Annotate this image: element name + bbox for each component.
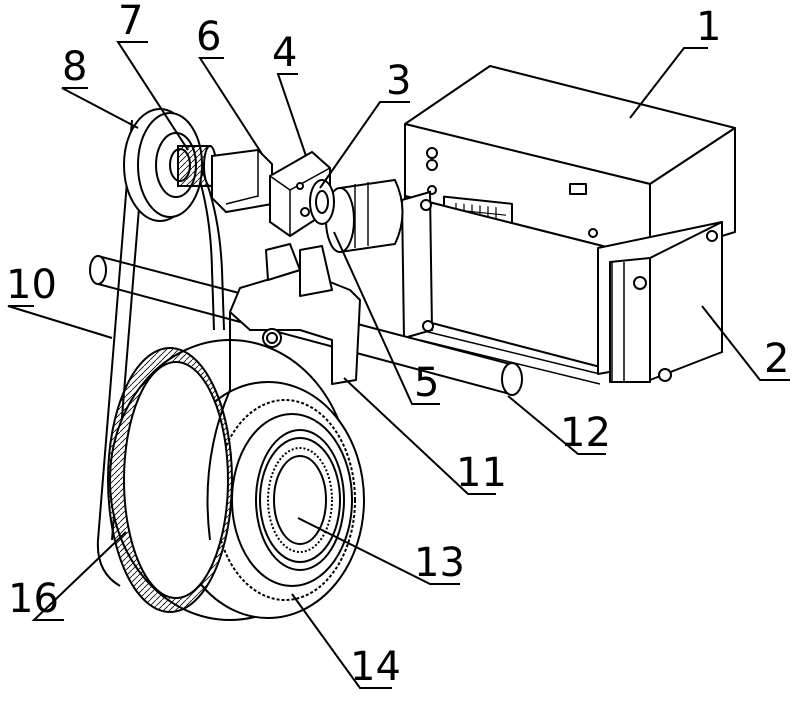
numeral-6: 6 bbox=[196, 14, 221, 60]
small-spline-gear bbox=[178, 146, 216, 186]
numeral-14: 14 bbox=[350, 644, 401, 690]
numeral-10: 10 bbox=[6, 262, 57, 308]
numeral-16: 16 bbox=[8, 576, 59, 622]
helical-gear bbox=[108, 348, 232, 612]
numeral-11: 11 bbox=[456, 450, 507, 496]
numeral-13: 13 bbox=[414, 540, 465, 586]
coupling bbox=[212, 150, 272, 212]
numeral-3: 3 bbox=[386, 58, 411, 104]
numeral-7: 7 bbox=[118, 0, 143, 44]
spline-hub bbox=[260, 438, 340, 562]
numeral-2: 2 bbox=[764, 336, 789, 382]
numeral-1: 1 bbox=[696, 4, 721, 50]
numeral-5: 5 bbox=[414, 360, 439, 406]
numeral-8: 8 bbox=[62, 44, 87, 90]
numeral-4: 4 bbox=[272, 30, 297, 76]
numeral-12: 12 bbox=[560, 410, 611, 456]
motor-bracket bbox=[402, 192, 433, 338]
